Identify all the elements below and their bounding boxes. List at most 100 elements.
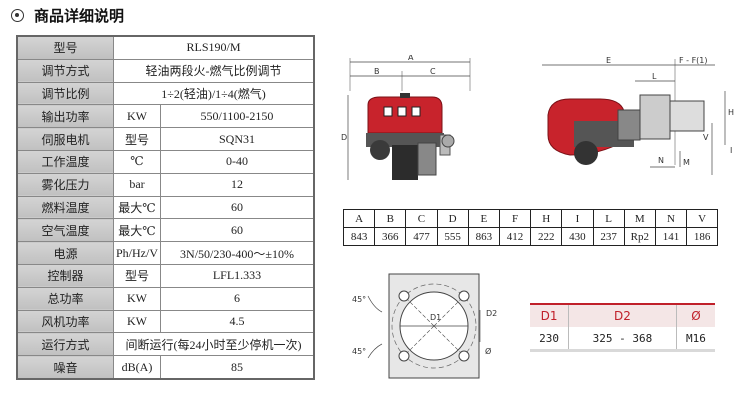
spec-value: 间断运行(每24小时至少停机一次) — [113, 332, 315, 357]
dim-label-b: B — [374, 67, 380, 76]
spec-label: 雾化压力 — [16, 172, 114, 197]
flange-value: M16 — [676, 327, 715, 352]
spec-unit: 型号 — [113, 127, 161, 151]
dimension-header: V — [686, 209, 719, 228]
spec-value: LFL1.333 — [160, 263, 315, 288]
spec-unit: 最大℃ — [113, 218, 161, 243]
dimension-value: 843 — [342, 227, 376, 246]
dim-label-a: A — [408, 55, 414, 62]
spec-unit: KW — [113, 309, 161, 334]
spec-unit: 最大℃ — [113, 195, 161, 220]
spec-unit: 型号 — [113, 263, 161, 288]
spec-label: 伺服电机 — [16, 127, 114, 151]
dimension-header: I — [561, 209, 594, 228]
spec-value: 轻油两段火-燃气比例调节 — [113, 58, 315, 83]
spec-label: 运行方式 — [16, 332, 114, 357]
dimension-header: C — [405, 209, 438, 228]
dimension-value: 237 — [592, 227, 625, 246]
dimension-header: M — [623, 209, 656, 228]
dimension-value: 186 — [686, 227, 719, 246]
flange-label-d1: D1 — [430, 313, 441, 322]
dim-label-n: N — [658, 156, 664, 165]
dim-label-h: H — [728, 108, 734, 117]
spec-unit: dB(A) — [113, 355, 161, 380]
spec-value: 0-40 — [160, 149, 315, 174]
spec-label: 空气温度 — [16, 218, 114, 243]
dim-label-e: E — [606, 56, 611, 65]
spec-label: 噪音 — [16, 355, 114, 380]
spec-value: 4.5 — [160, 309, 315, 334]
burner-side-view: A B C D — [341, 55, 471, 180]
spec-label: 型号 — [16, 35, 114, 60]
spec-row: 调节方式轻油两段火-燃气比例调节 — [16, 58, 315, 83]
spec-label: 工作温度 — [16, 149, 114, 174]
angle-label-top: 45° — [352, 295, 366, 304]
dimension-header: N — [654, 209, 688, 228]
spec-label: 调节比例 — [16, 81, 114, 106]
dimension-header: A — [342, 209, 376, 228]
dim-label-v: V — [703, 133, 709, 142]
spec-label: 控制器 — [16, 263, 114, 288]
spec-unit: bar — [113, 172, 161, 197]
dimension-header: B — [374, 209, 407, 228]
dim-label-ff: F - F(1) — [679, 56, 708, 65]
spec-value: RLS190/M — [113, 35, 315, 60]
dimension-value: 430 — [561, 227, 594, 246]
dim-label-c: C — [430, 67, 436, 76]
dimension-value: 555 — [436, 227, 469, 246]
spec-row: 运行方式间断运行(每24小时至少停机一次) — [16, 332, 315, 357]
dim-label-l: L — [652, 72, 657, 81]
flange-drawing: 45° 45° D1 D2 Ø — [352, 273, 497, 379]
spec-value: 60 — [160, 195, 315, 220]
dimension-header: E — [467, 209, 500, 228]
dimension-value: 412 — [498, 227, 532, 246]
dimension-value: 366 — [374, 227, 407, 246]
spec-label: 总功率 — [16, 286, 114, 311]
dimension-header: H — [530, 209, 563, 228]
spec-label: 风机功率 — [16, 309, 114, 334]
spec-value: 60 — [160, 218, 315, 243]
dimension-value: 477 — [405, 227, 438, 246]
flange-value: 230 — [530, 327, 570, 352]
spec-label: 调节方式 — [16, 58, 114, 83]
spec-value: SQN31 — [160, 127, 315, 151]
flange-header: D2 — [568, 303, 677, 327]
spec-value: 85 — [160, 355, 315, 380]
target-icon — [11, 8, 24, 22]
spec-unit: ℃ — [113, 149, 161, 174]
spec-value: 550/1100-2150 — [160, 104, 315, 129]
dim-label-m: M — [683, 158, 690, 167]
spec-unit: Ph/Hz/V — [113, 241, 161, 265]
flange-header: Ø — [676, 303, 715, 327]
dimension-header: F — [498, 209, 532, 228]
dimension-header: D — [436, 209, 469, 228]
spec-unit: KW — [113, 104, 161, 129]
flange-header: D1 — [530, 303, 570, 327]
burner-front-view: E F - F(1) L H I V N M — [542, 56, 734, 175]
spec-value: 12 — [160, 172, 315, 197]
spec-unit: KW — [113, 286, 161, 311]
dimension-value: Rp2 — [623, 227, 656, 246]
spec-value: 3N/50/230-400～±10% — [160, 241, 315, 265]
flange-label-dia: Ø — [485, 346, 491, 356]
section-header: 商品详细说明 — [0, 0, 754, 30]
spec-value: 1÷2(轻油)/1÷4(燃气) — [113, 81, 315, 106]
flange-value: 325 - 368 — [568, 327, 677, 352]
dim-label-i: I — [730, 146, 732, 155]
angle-label-bottom: 45° — [352, 347, 366, 356]
dimension-value: 222 — [530, 227, 563, 246]
